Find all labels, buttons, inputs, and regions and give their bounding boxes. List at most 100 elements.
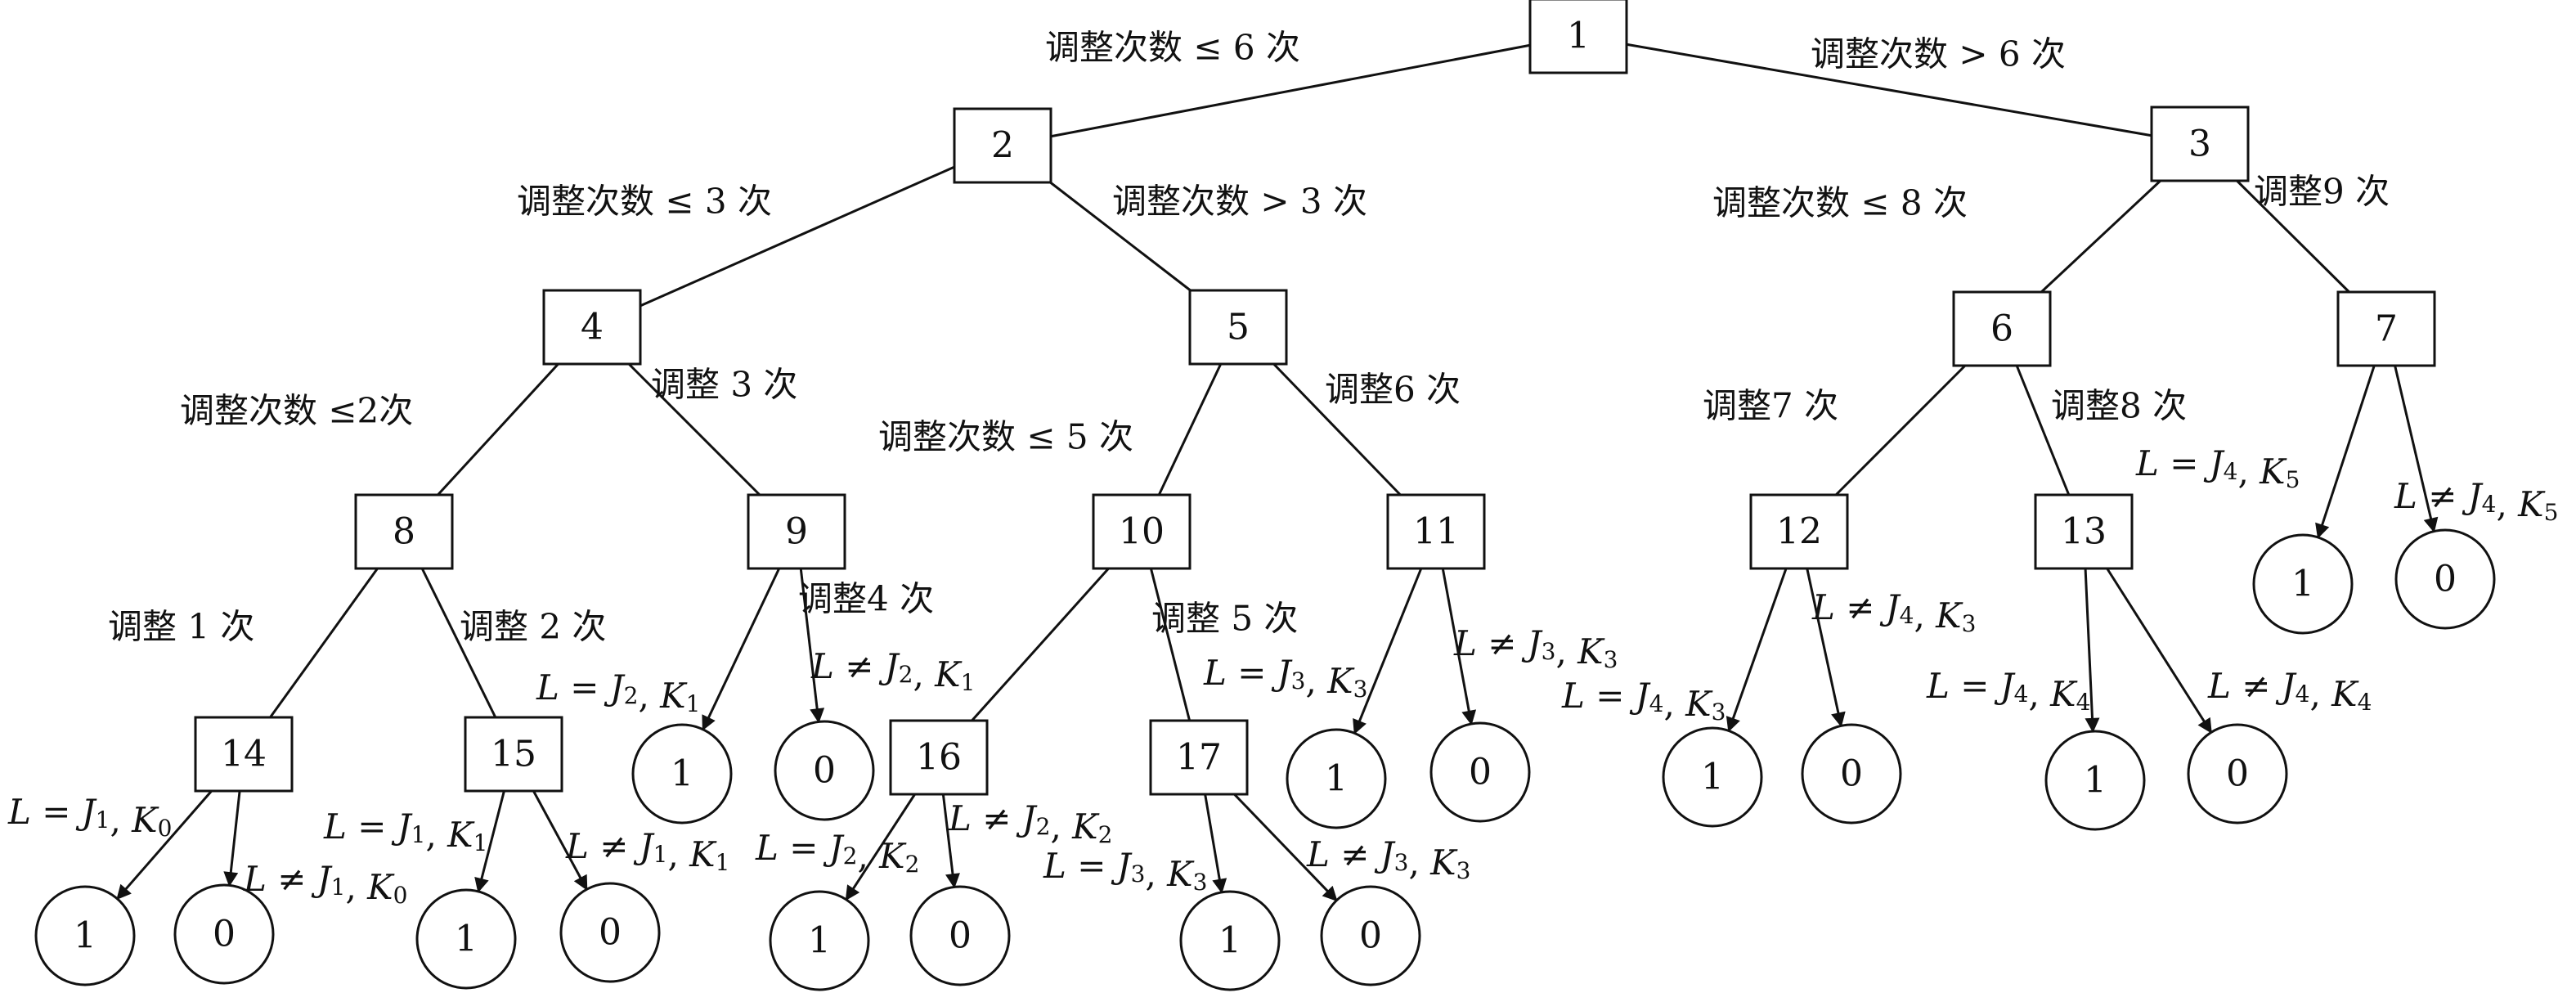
edge-label: L ≠ J3, K3 <box>1453 623 1618 673</box>
edge-n14-l14b <box>223 790 241 887</box>
edge-n3-n7 <box>2236 179 2350 294</box>
node-circle <box>2187 723 2288 825</box>
node-label: 0 <box>213 914 236 955</box>
node-label: 1 <box>455 919 478 960</box>
node-circle <box>34 885 136 986</box>
edge-label: 调整次数 ≤ 3 次 <box>517 182 772 222</box>
node-label: 1 <box>1701 757 1724 798</box>
decision-node-n9: 9 <box>747 493 846 570</box>
edge-label: L ≠ J2, K1 <box>810 646 975 696</box>
decision-node-n16: 16 <box>889 719 989 796</box>
edge-n13-l13a <box>2084 568 2100 733</box>
node-label: 0 <box>1840 753 1863 795</box>
decision-node-n1: 1 <box>1528 0 1628 74</box>
edge-label: L = J3, K3 <box>1203 653 1367 703</box>
node-label: 6 <box>1990 308 2013 350</box>
leaf-node-l13b: 0 <box>2187 723 2288 825</box>
edge-label: L ≠ J1, K1 <box>565 826 729 876</box>
node-box <box>2336 290 2436 367</box>
node-box <box>1092 493 1192 570</box>
node-label: 1 <box>1567 16 1590 57</box>
edge-labels-layer: 调整次数 ≤ 6 次调整次数 > 6 次调整次数 ≤ 3 次调整次数 > 3 次… <box>7 28 2558 909</box>
edge-label: 调整次数 ≤ 5 次 <box>878 417 1133 457</box>
leaf-node-l7a: 1 <box>2252 533 2354 635</box>
edge-n4-n9 <box>627 362 761 496</box>
edge-n8-n15 <box>420 568 497 718</box>
node-circle <box>1662 726 1763 828</box>
leaf-node-l12b: 0 <box>1801 723 1902 825</box>
node-label: 9 <box>785 511 808 553</box>
node-label: 11 <box>1413 511 1459 553</box>
node-circle <box>774 720 875 821</box>
edge-label: L = J4, K5 <box>2135 443 2300 493</box>
decision-node-n8: 8 <box>354 493 454 570</box>
leaf-node-l16a: 1 <box>769 890 870 991</box>
edge-label: 调整次数 ≤ 8 次 <box>1712 183 1968 223</box>
edge-n4-n8 <box>437 362 559 496</box>
node-circle <box>1429 721 1531 823</box>
edge-label: 调整次数 ≤2次 <box>180 391 413 431</box>
node-circle <box>173 883 275 985</box>
edge-n16-l16a <box>845 793 916 901</box>
node-label: 5 <box>1227 307 1250 348</box>
edge-label: L ≠ J1, K0 <box>243 859 407 909</box>
node-label: 0 <box>813 750 836 792</box>
edge-n6-n12 <box>1834 364 1967 496</box>
node-label: 1 <box>808 920 831 962</box>
node-label: 1 <box>2291 564 2314 605</box>
edge-n3-n6 <box>2040 179 2161 294</box>
node-circle <box>2394 528 2496 630</box>
edge-label: 调整次数 > 6 次 <box>1811 34 2066 74</box>
node-circle <box>559 882 661 983</box>
node-label: 12 <box>1776 511 1822 553</box>
leaf-node-l7b: 0 <box>2394 528 2496 630</box>
edge-label: L ≠ J4, K5 <box>2394 476 2558 526</box>
edge-n6-n13 <box>2015 365 2071 496</box>
leaf-node-l9b: 0 <box>774 720 875 821</box>
node-box <box>953 107 1052 184</box>
node-box <box>2150 106 2250 182</box>
edge-n2-n4 <box>640 165 955 308</box>
node-label: 0 <box>2434 559 2457 600</box>
leaf-node-l16b: 0 <box>909 885 1011 986</box>
node-box <box>889 719 989 796</box>
decision-node-n7: 7 <box>2336 290 2436 367</box>
edge-label: L ≠ J4, K3 <box>1811 587 1976 637</box>
edge-n7-l7a <box>2315 365 2376 539</box>
leaf-node-l11b: 0 <box>1429 721 1531 823</box>
node-label: 16 <box>916 737 962 779</box>
node-box <box>464 716 563 793</box>
node-circle <box>1179 890 1281 991</box>
decision-node-n12: 12 <box>1749 493 1849 570</box>
node-label: 8 <box>393 511 415 553</box>
edge-n15-l15a <box>474 790 505 893</box>
edge-label: 调整8 次 <box>2051 386 2187 426</box>
node-label: 17 <box>1176 737 1222 779</box>
edge-n17-l17a <box>1204 793 1227 894</box>
node-label: 14 <box>221 734 267 775</box>
leaf-node-l13a: 1 <box>2044 730 2146 831</box>
edge-label: L = J2, K2 <box>755 828 919 878</box>
edge-n11-l11a <box>1353 568 1423 735</box>
edge-label: L = J2, K1 <box>536 667 700 717</box>
node-label: 0 <box>2226 753 2249 795</box>
edge-n1-n3 <box>1626 43 2152 137</box>
node-label: 2 <box>991 125 1014 167</box>
edge-n9-l9a <box>702 568 781 731</box>
edge-label: 调整 5 次 <box>1151 599 1298 639</box>
decision-node-n5: 5 <box>1188 289 1288 366</box>
node-label: 3 <box>2188 124 2211 165</box>
node-box <box>542 289 642 366</box>
leaf-node-l11a: 1 <box>1286 728 1387 829</box>
edge-label: L ≠ J2, K2 <box>948 798 1112 848</box>
edge-label: L = J4, K4 <box>1926 666 2090 716</box>
edge-label: 调整次数 ≤ 6 次 <box>1045 28 1300 68</box>
leaf-node-l14b: 0 <box>173 883 275 985</box>
edge-label: L ≠ J3, K3 <box>1306 834 1470 884</box>
edge-n10-n16 <box>971 567 1110 722</box>
node-label: 13 <box>2061 511 2107 553</box>
node-box <box>1528 0 1628 74</box>
leaf-node-l12a: 1 <box>1662 726 1763 828</box>
decision-node-n11: 11 <box>1386 493 1486 570</box>
